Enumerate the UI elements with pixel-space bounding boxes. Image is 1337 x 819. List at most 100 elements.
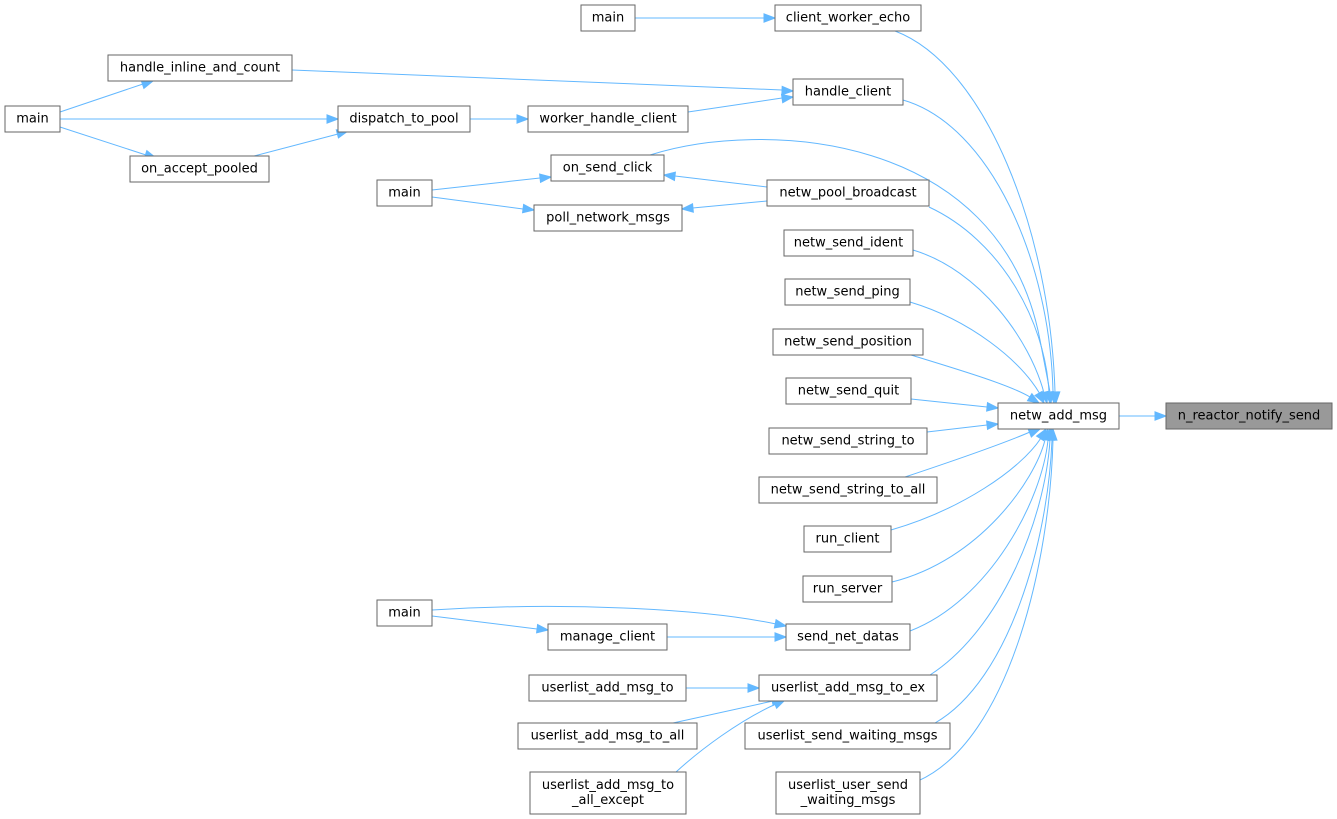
arrowhead-icon [140, 79, 155, 90]
node-main3[interactable]: main [376, 179, 433, 207]
node-box [785, 377, 912, 405]
edge-line [910, 354, 1031, 398]
edge-line [917, 439, 1054, 782]
node-label: run_client [815, 532, 879, 547]
edge-line [891, 439, 1046, 583]
node-manage-client[interactable]: manage_client [547, 623, 668, 651]
edge-main2-to-on_accept_pooled [59, 126, 158, 160]
arrowhead-icon [763, 13, 777, 23]
node-userlist-add-msg-to[interactable]: userlist_add_msg_to [528, 674, 687, 702]
edge-netw_pool_broadcast-to-on_send_click [662, 171, 768, 188]
edge-line [687, 97, 783, 113]
edge-line [929, 439, 1051, 676]
edge-line [902, 99, 1054, 393]
node-handle-client[interactable]: handle_client [792, 78, 904, 106]
node-userlist-user-send-waiting-msgs[interactable]: userlist_user_send_waiting_msgs [775, 771, 921, 815]
edge-manage_client-to-send_net_datas [667, 632, 788, 642]
node-box [772, 328, 924, 356]
node-netw-send-quit[interactable]: netw_send_quit [785, 377, 912, 405]
arrowhead-icon [326, 114, 340, 124]
node-main2[interactable]: main [4, 105, 61, 133]
arrowhead-icon [539, 173, 553, 184]
node-dispatch-to-pool[interactable]: dispatch_to_pool [337, 105, 471, 133]
node-netw-send-string-to-all[interactable]: netw_send_string_to_all [758, 476, 938, 504]
edge-line [926, 424, 988, 433]
node-on-send-click[interactable]: on_send_click [550, 154, 665, 182]
edge-line [904, 431, 1031, 478]
edge-main3-to-poll_network_msgs [431, 196, 536, 214]
edge-on_accept_pooled-to-dispatch_to_pool [253, 129, 350, 157]
node-box [758, 476, 938, 504]
node-box [784, 278, 911, 306]
node-main1[interactable]: main [580, 4, 636, 32]
node-label: _waiting_msgs [800, 793, 896, 808]
node-netw-send-ping[interactable]: netw_send_ping [784, 278, 911, 306]
node-box [803, 525, 892, 553]
edge-line [910, 398, 988, 408]
nodes-layer: n_reactor_notify_send netw_add_msg client_… [4, 4, 1333, 815]
node-run-client[interactable]: run_client [803, 525, 892, 553]
node-label: netw_send_string_to [781, 434, 914, 449]
node-userlist-add-msg-to-all-except[interactable]: userlist_add_msg_to_all_except [529, 771, 687, 815]
node-userlist-send-waiting-msgs[interactable]: userlist_send_waiting_msgs [744, 722, 951, 750]
node-label: handle_client [805, 85, 892, 100]
edge-line [672, 700, 774, 724]
node-label: run_server [813, 582, 883, 597]
arrowhead-icon [535, 623, 550, 634]
node-box [533, 204, 683, 232]
edge-netw_pool_broadcast-to-poll_network_msgs [680, 200, 768, 213]
edge-main4-to-send_net_datas [431, 605, 788, 629]
arrowhead-icon [1047, 427, 1058, 441]
edge-netw_send_quit-to-netw_add_msg [910, 398, 1000, 412]
node-box [529, 771, 687, 815]
node-send-net-datas[interactable]: send_net_datas [785, 623, 911, 651]
node-netw-send-position[interactable]: netw_send_position [772, 328, 924, 356]
node-label: handle_inline_and_count [120, 61, 280, 76]
edge-main1-to-client_worker_echo [635, 13, 777, 23]
node-main4[interactable]: main [376, 599, 433, 627]
node-box [766, 179, 930, 207]
node-label: worker_handle_client [539, 112, 676, 127]
node-worker-handle-client[interactable]: worker_handle_client [527, 105, 689, 133]
edge-main3-to-on_send_click [431, 173, 553, 191]
node-label: netw_send_position [784, 335, 912, 350]
node-on-accept-pooled[interactable]: on_accept_pooled [129, 155, 270, 183]
node-poll-network-msgs[interactable]: poll_network_msgs [533, 204, 683, 232]
node-n-reactor-notify-send[interactable]: n_reactor_notify_send [1165, 402, 1333, 430]
edge-line [934, 439, 1053, 724]
node-box [547, 623, 668, 651]
node-netw-send-ident[interactable]: netw_send_ident [783, 229, 914, 257]
arrowhead-icon [1154, 411, 1168, 421]
node-netw-pool-broadcast[interactable]: netw_pool_broadcast [766, 179, 930, 207]
node-label: netw_send_ping [795, 285, 900, 300]
node-label: main [16, 112, 48, 127]
node-box [517, 722, 698, 750]
node-box [129, 155, 270, 183]
edge-line [681, 200, 768, 210]
node-label: send_net_datas [797, 630, 899, 645]
arrowhead-icon [516, 114, 530, 124]
node-userlist-add-msg-to-all[interactable]: userlist_add_msg_to_all [517, 722, 698, 750]
node-userlist-add-msg-to-ex[interactable]: userlist_add_msg_to_ex [758, 674, 938, 702]
edge-line [909, 439, 1049, 632]
node-netw-add-msg[interactable]: netw_add_msg [997, 402, 1120, 430]
edge-handle_inline_and_count-to-handle_client [291, 69, 795, 96]
arrowhead-icon [680, 203, 694, 213]
edge-main2-to-handle_inline_and_count [59, 79, 155, 113]
node-box [768, 427, 928, 455]
node-label: netw_add_msg [1010, 409, 1107, 424]
edge-line [890, 437, 1042, 531]
node-label: userlist_add_msg_to [542, 778, 674, 793]
edge-line [649, 139, 1051, 393]
edge-handle_client-to-netw_add_msg [902, 99, 1059, 405]
node-label: dispatch_to_pool [349, 112, 458, 127]
node-netw-send-string-to[interactable]: netw_send_string_to [768, 427, 928, 455]
edge-worker_handle_client-to-handle_client [687, 93, 795, 113]
arrowhead-icon [780, 93, 795, 104]
node-label: netw_pool_broadcast [779, 186, 916, 201]
edge-userlist_send_waiting_msgs-to-netw_add_msg [934, 427, 1057, 724]
node-run-server[interactable]: run_server [802, 575, 893, 603]
arrowhead-icon [986, 401, 1000, 412]
node-handle-inline-and-count[interactable]: handle_inline_and_count [107, 54, 293, 82]
node-client-worker-echo[interactable]: client_worker_echo [774, 4, 922, 32]
